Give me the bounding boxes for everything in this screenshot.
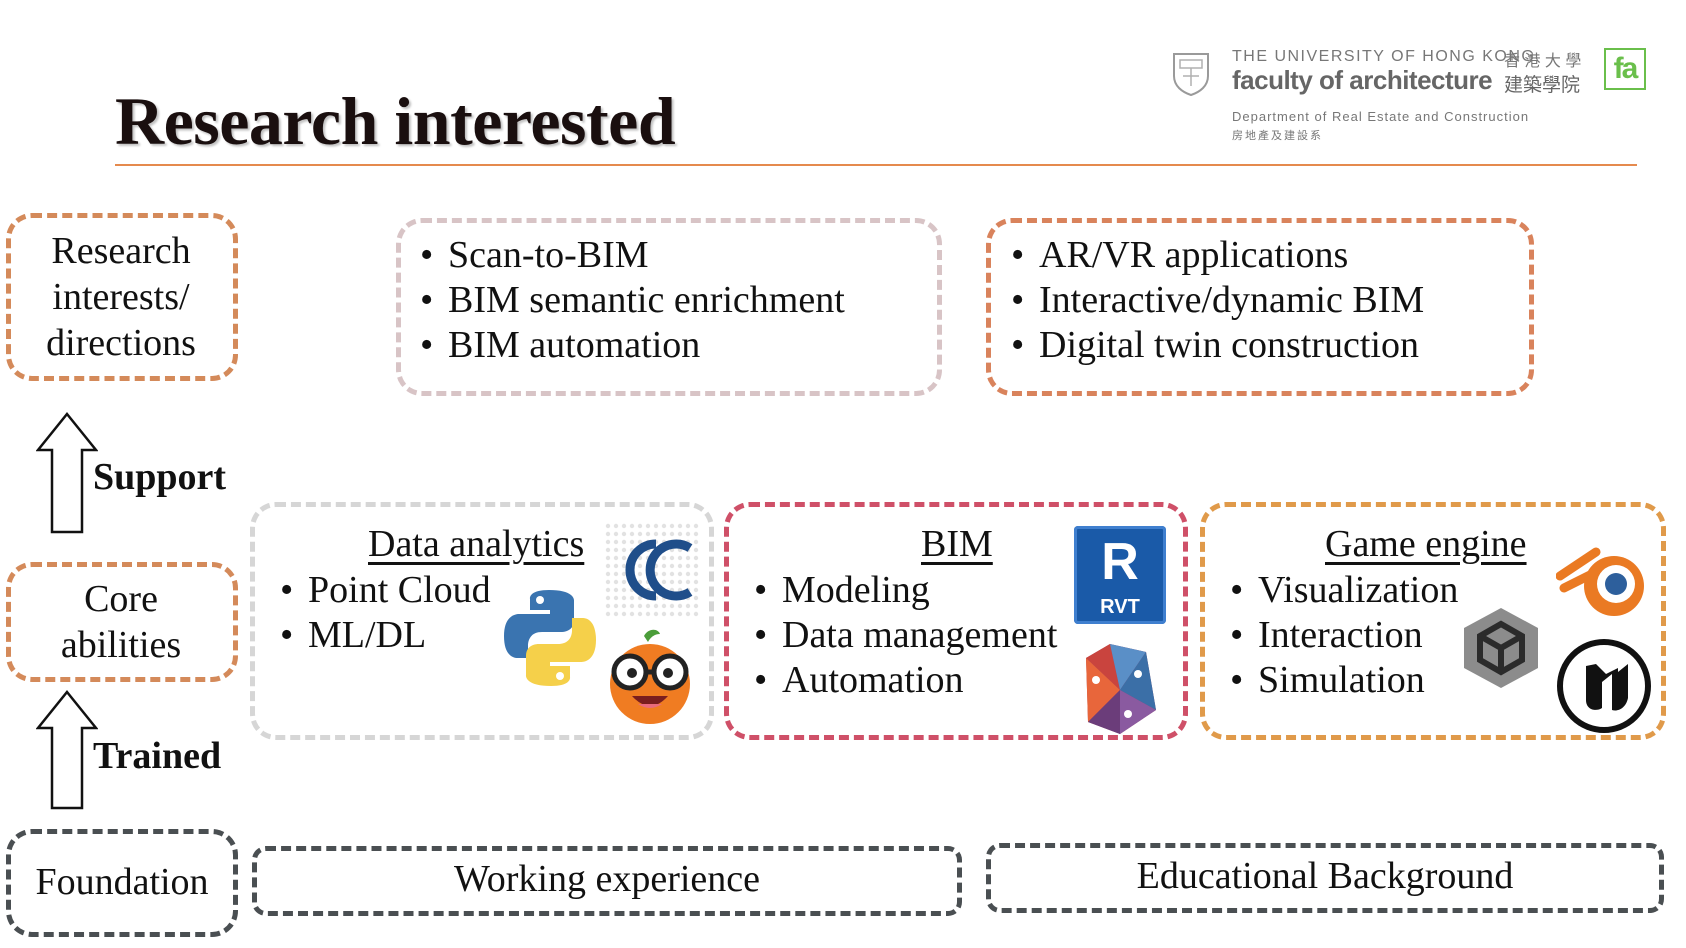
- list-item: Visualization: [1230, 568, 1458, 613]
- list-item: Modeling: [754, 568, 1057, 613]
- faculty-logo-letters: fa: [1613, 52, 1639, 85]
- cloudcompare-icon: [604, 522, 700, 618]
- list-item: Automation: [754, 658, 1057, 703]
- core-box-data-analytics: [250, 502, 714, 740]
- python-icon: [498, 586, 602, 690]
- department-name-chinese: 房地產及建設系: [1232, 130, 1323, 142]
- trained-arrow-icon: [35, 690, 99, 810]
- list-item: AR/VR applications: [1011, 233, 1424, 278]
- faculty-name-chinese: 建築學院: [1504, 75, 1581, 96]
- page-title: Research interested: [115, 83, 676, 159]
- foundation-level-box: [6, 829, 238, 937]
- list-item: Point Cloud: [280, 568, 491, 613]
- foundation-box-education: [986, 843, 1664, 913]
- list-item: Data management: [754, 613, 1057, 658]
- list-item: Scan-to-BIM: [420, 233, 845, 278]
- university-crest-icon: [1170, 50, 1212, 97]
- core-heading-game-engine: Game engine: [1325, 523, 1527, 565]
- core-box-game-engine: [1200, 502, 1666, 740]
- core-list-data-analytics: Point Cloud ML/DL: [280, 568, 491, 658]
- department-name: Department of Real Estate and Constructi…: [1232, 109, 1530, 124]
- blender-icon: [1555, 542, 1652, 622]
- university-name: THE UNIVERSITY OF HONG KONG: [1232, 48, 1536, 65]
- list-item: Digital twin construction: [1011, 323, 1424, 368]
- support-label: Support: [93, 456, 227, 498]
- research-list-arvr: AR/VR applications Interactive/dynamic B…: [1011, 233, 1424, 368]
- revit-icon: R RVT: [1074, 526, 1166, 624]
- revit-text: RVT: [1100, 596, 1140, 618]
- list-item: Simulation: [1230, 658, 1458, 703]
- list-item: BIM automation: [420, 323, 845, 368]
- core-level-label: Core abilities: [60, 578, 182, 666]
- foundation-box-work: [252, 846, 962, 916]
- foundation-label-education: Educational Background: [1136, 855, 1514, 897]
- research-box-bim: [396, 218, 942, 396]
- orange-icon: [598, 626, 702, 726]
- support-arrow-icon: [35, 412, 99, 534]
- list-item: Interactive/dynamic BIM: [1011, 278, 1424, 323]
- list-item: Interaction: [1230, 613, 1458, 658]
- list-item: BIM semantic enrichment: [420, 278, 845, 323]
- core-level-box: [6, 562, 238, 682]
- foundation-level-label: Foundation: [35, 861, 209, 903]
- faculty-logo-icon: fa: [1604, 48, 1646, 90]
- core-heading-bim: BIM: [921, 523, 993, 565]
- title-divider: [115, 164, 1637, 166]
- research-list-bim: Scan-to-BIM BIM semantic enrichment BIM …: [420, 233, 845, 368]
- core-list-bim: Modeling Data management Automation: [754, 568, 1057, 703]
- list-item: ML/DL: [280, 613, 491, 658]
- research-box-arvr: [986, 218, 1534, 396]
- foundation-label-work: Working experience: [453, 858, 761, 900]
- revit-letter: R: [1101, 533, 1139, 591]
- dynamo-icon: [1080, 640, 1160, 736]
- faculty-name: faculty of architecture: [1232, 65, 1493, 95]
- core-list-game-engine: Visualization Interaction Simulation: [1230, 568, 1458, 703]
- research-level-label: Research interests/ directions: [46, 230, 196, 364]
- core-box-bim: [724, 502, 1188, 740]
- unreal-icon: [1556, 638, 1652, 734]
- university-name-chinese: 香 港 大 學: [1504, 53, 1582, 70]
- research-level-box: [6, 213, 238, 381]
- unity-icon: [1458, 604, 1544, 690]
- trained-label: Trained: [93, 735, 222, 777]
- core-heading-data-analytics: Data analytics: [368, 523, 585, 565]
